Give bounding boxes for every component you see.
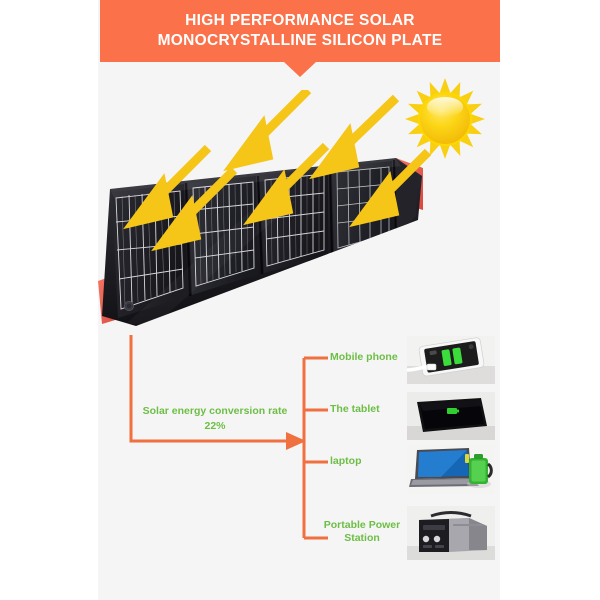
sun-icon bbox=[404, 78, 486, 160]
tablet-charging-photo bbox=[407, 392, 495, 440]
flow-diagram bbox=[100, 330, 500, 600]
output-label-laptop: laptop bbox=[330, 455, 362, 467]
output-label-power-station: Portable Power Station bbox=[323, 519, 401, 544]
banner-title-line2: MONOCRYSTALLINE SILICON PLATE bbox=[157, 32, 443, 49]
laptop-charging-photo bbox=[407, 444, 495, 494]
banner-notch-triangle bbox=[284, 62, 316, 77]
phone-charging-photo bbox=[407, 336, 495, 384]
header-banner: HIGH PERFORMANCE SOLAR MONOCRYSTALLINE S… bbox=[100, 0, 500, 62]
conversion-rate-line1: Solar energy conversion rate bbox=[142, 405, 288, 417]
conversion-rate-line2: 22% bbox=[204, 420, 226, 432]
power-station-photo bbox=[407, 506, 495, 560]
output-label-mobile-phone: Mobile phone bbox=[330, 351, 398, 363]
output-label-tablet: The tablet bbox=[330, 403, 380, 415]
banner-title-line1: HIGH PERFORMANCE SOLAR bbox=[185, 12, 415, 29]
solar-panel-photo bbox=[96, 146, 426, 341]
conversion-rate-label: Solar energy conversion rate 22% bbox=[135, 404, 295, 434]
